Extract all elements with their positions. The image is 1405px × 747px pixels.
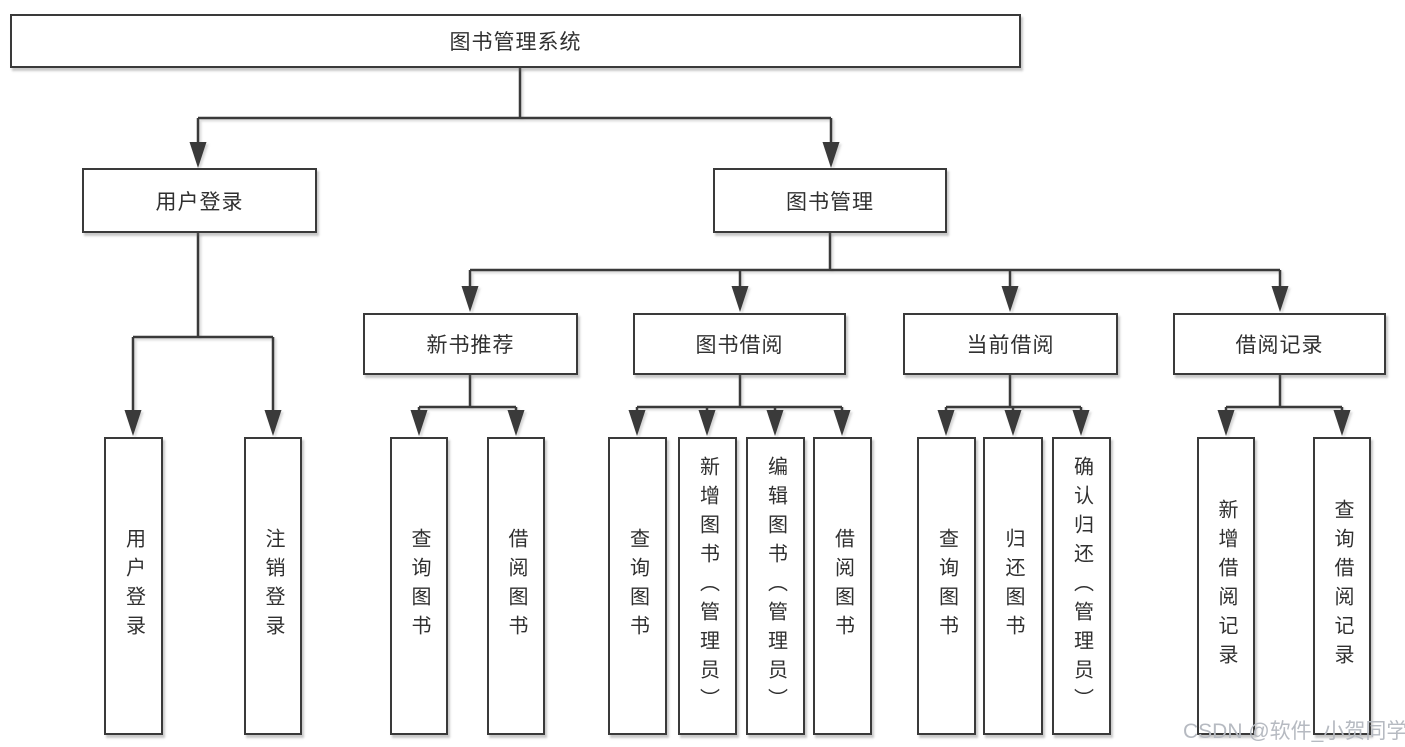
node-book-borrowing: 图书借阅 xyxy=(633,313,846,375)
arrowhead xyxy=(822,142,840,168)
arrowhead xyxy=(264,410,282,436)
watermark: CSDN @软件_小贺同学 xyxy=(1183,720,1405,743)
leaf-label: 借阅图书 xyxy=(505,528,527,644)
leaf-add-borrow-record: 新增借阅记录 xyxy=(1197,437,1255,735)
arrowhead xyxy=(1217,410,1235,436)
leaf-query-books-current: 查询图书 xyxy=(917,437,976,735)
node-label: 图书管理 xyxy=(786,190,874,214)
leaf-user-login: 用户登录 xyxy=(104,437,163,735)
node-label: 用户登录 xyxy=(155,190,244,214)
node-user-login-branch: 用户登录 xyxy=(82,168,317,233)
leaf-borrow-books-recommend: 借阅图书 xyxy=(487,437,545,735)
leaf-label: 新增借阅记录 xyxy=(1215,499,1237,673)
arrowhead xyxy=(507,410,525,436)
arrowhead xyxy=(1333,410,1351,436)
leaf-label: 查询图书 xyxy=(935,528,958,644)
leaf-borrow-books-borrowing: 借阅图书 xyxy=(813,437,872,735)
node-current-borrowing: 当前借阅 xyxy=(903,313,1118,375)
arrowhead xyxy=(628,410,646,436)
arrowhead xyxy=(124,410,142,436)
node-new-book-recommendation: 新书推荐 xyxy=(363,313,578,375)
arrowhead xyxy=(1072,410,1090,436)
leaf-confirm-return-admin: 确认归还（管理员） xyxy=(1052,437,1111,735)
node-label: 当前借阅 xyxy=(966,334,1055,357)
leaf-query-borrow-record: 查询借阅记录 xyxy=(1313,437,1371,735)
leaf-label: 新增图书（管理员） xyxy=(696,455,719,717)
node-book-management: 图书管理 xyxy=(713,168,947,233)
node-root: 图书管理系统 xyxy=(10,14,1021,68)
arrowhead xyxy=(937,410,955,436)
leaf-label: 用户登录 xyxy=(122,528,145,644)
leaf-add-book-admin: 新增图书（管理员） xyxy=(678,437,737,735)
arrowhead xyxy=(1271,286,1289,312)
leaf-edit-book-admin: 编辑图书（管理员） xyxy=(746,437,805,735)
leaf-label: 查询图书 xyxy=(626,528,649,644)
leaf-return-book: 归还图书 xyxy=(983,437,1043,735)
leaf-label: 查询借阅记录 xyxy=(1331,499,1353,673)
node-borrowing-records: 借阅记录 xyxy=(1173,313,1386,375)
leaf-label: 借阅图书 xyxy=(831,528,854,644)
node-label: 图书借阅 xyxy=(695,334,784,357)
node-label: 新书推荐 xyxy=(426,334,515,357)
arrowhead xyxy=(766,410,784,436)
leaf-label: 归还图书 xyxy=(1002,528,1024,644)
leaf-query-books-borrowing: 查询图书 xyxy=(608,437,667,735)
node-root-label: 图书管理系统 xyxy=(449,31,582,54)
leaf-logout: 注销登录 xyxy=(244,437,302,735)
leaf-label: 编辑图书（管理员） xyxy=(764,455,787,717)
arrowhead xyxy=(1001,286,1019,312)
node-label: 借阅记录 xyxy=(1235,334,1324,357)
arrowhead xyxy=(1004,410,1022,436)
leaf-label: 确认归还（管理员） xyxy=(1070,455,1093,717)
leaf-label: 查询图书 xyxy=(408,528,430,644)
arrowhead xyxy=(833,410,851,436)
arrowhead xyxy=(731,286,749,312)
arrowhead xyxy=(461,286,479,312)
leaf-label: 注销登录 xyxy=(262,528,284,644)
arrowhead xyxy=(410,410,428,436)
arrowhead xyxy=(189,142,207,168)
arrowhead xyxy=(698,410,716,436)
leaf-query-books-recommend: 查询图书 xyxy=(390,437,448,735)
